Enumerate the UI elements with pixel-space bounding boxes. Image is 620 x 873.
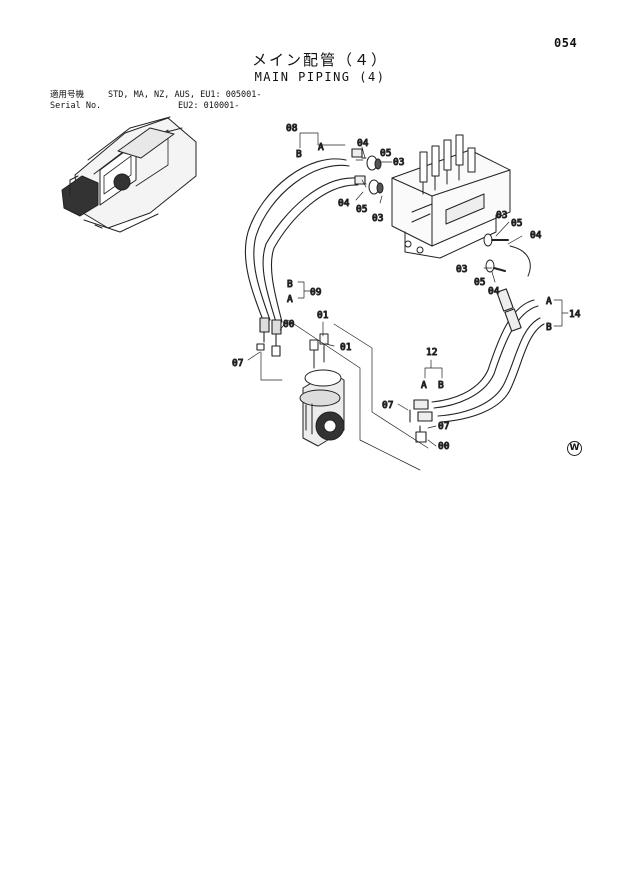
callout-05-mid: 05 — [356, 204, 367, 215]
control-valve — [391, 134, 511, 259]
callout-08: 08 — [286, 123, 298, 134]
callout-05-low: 05 — [474, 277, 485, 288]
callout-04-low: 04 — [488, 286, 500, 297]
callout-03-mid: 03 — [372, 213, 383, 224]
callout-05-top: 05 — [380, 148, 391, 159]
callout-09-a: A — [287, 294, 293, 305]
leader-lines — [247, 132, 569, 471]
callout-00-left: 00 — [283, 319, 295, 330]
applicability-line-2: EU2: 010001- — [178, 101, 240, 111]
swing-motor — [299, 333, 345, 447]
callout-01-top: 01 — [317, 310, 329, 321]
page-number: 054 — [554, 36, 578, 50]
page-title-jp: メイン配管（４） — [251, 51, 388, 69]
callout-04-mid: 04 — [338, 198, 350, 209]
callout-03-top: 03 — [393, 157, 404, 168]
hose-set-08-09 — [244, 148, 366, 357]
callout-07-bottom-2: 07 — [438, 421, 449, 432]
callout-12: 12 — [426, 347, 437, 358]
valve-fittings — [361, 155, 531, 277]
callout-03-low: 03 — [456, 264, 467, 275]
callout-14: 14 — [569, 309, 581, 320]
callout-08-a: A — [318, 142, 324, 153]
callout-12-b: B — [438, 380, 444, 391]
page-title-en: MAIN PIPING (4) — [254, 70, 386, 84]
hose-set-12-14 — [409, 288, 545, 443]
excavator-thumbnail-icon — [61, 116, 197, 233]
callout-14-b: B — [546, 322, 552, 333]
applicability-block: 適用号機 STD, MA, NZ, AUS, EU1: 005001- Seria… — [50, 90, 262, 112]
w-mark-icon: W — [567, 441, 582, 456]
callout-09-b: B — [287, 279, 293, 290]
callout-04-right: 04 — [530, 230, 542, 241]
callout-05-right: 05 — [511, 218, 522, 229]
callout-08-b: B — [296, 149, 302, 160]
applicability-label-en: Serial No. — [50, 101, 102, 111]
callout-14-a: A — [546, 296, 552, 307]
applicability-line-1: STD, MA, NZ, AUS, EU1: 005001- — [108, 90, 262, 100]
callout-03-right: 03 — [496, 210, 507, 221]
callout-07-left: 07 — [232, 358, 243, 369]
callout-04-top: 04 — [357, 138, 369, 149]
applicability-label-jp: 適用号機 — [50, 90, 85, 100]
callout-00-bottom: 00 — [438, 441, 450, 452]
callout-12-a: A — [421, 380, 427, 391]
callout-09: 09 — [310, 287, 322, 298]
callout-01-right: 01 — [340, 342, 352, 353]
callout-07-bottom: 07 — [382, 400, 393, 411]
